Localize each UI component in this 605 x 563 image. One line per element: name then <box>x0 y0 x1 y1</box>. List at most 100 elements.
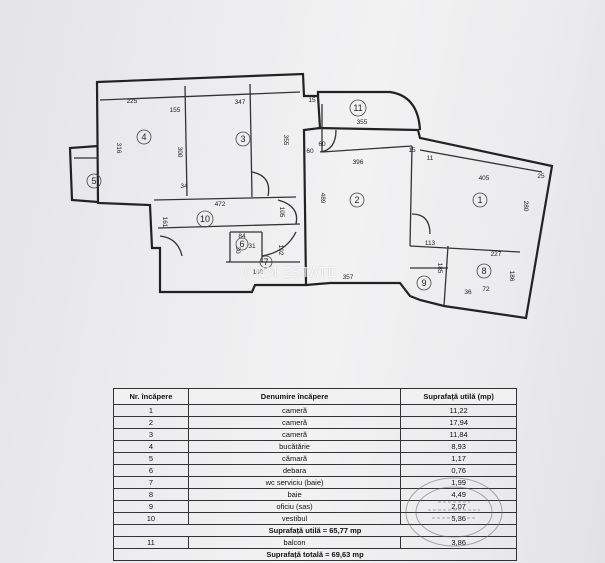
cell-nr: 10 <box>113 512 189 525</box>
cell-nr: 11 <box>113 536 189 549</box>
cell-name: cameră <box>187 428 402 441</box>
cell-nr: 2 <box>113 416 189 429</box>
room-number-9: 9 <box>421 278 426 288</box>
room-marker-10 <box>196 210 214 228</box>
cell-name: cămară <box>187 452 402 465</box>
dim-label: 472 <box>215 201 226 208</box>
cell-area: 8,93 <box>400 440 517 453</box>
header-usable-area: Suprafață utilă (mp) <box>400 388 517 405</box>
room-number-7: 7 <box>263 257 268 267</box>
dim-label: 280 <box>522 201 529 212</box>
dim-label: 31 <box>248 243 256 250</box>
cell-name: bucătărie <box>187 440 402 453</box>
cell-name: balcon <box>187 536 402 549</box>
room-number-10: 10 <box>200 214 210 224</box>
room-marker-7 <box>259 255 273 269</box>
room-marker-4 <box>136 129 152 145</box>
room-number-6: 6 <box>239 239 244 249</box>
dim-label: 300 <box>176 147 183 158</box>
room-marker-6 <box>235 237 249 251</box>
room-number-4: 4 <box>141 132 146 142</box>
cell-area: 1,17 <box>400 452 517 465</box>
room-marker-9 <box>416 275 432 291</box>
room-number-2: 2 <box>354 195 359 205</box>
dim-label: 84 <box>238 233 246 240</box>
room-marker-3 <box>235 131 251 147</box>
cell-name: oficiu (sas) <box>187 500 402 513</box>
dim-label: 155 <box>170 107 181 114</box>
room-marker-2 <box>349 192 365 208</box>
cell-nr: 3 <box>113 428 189 441</box>
room-marker-5 <box>86 173 102 189</box>
cell-name: baie <box>187 488 402 501</box>
dim-label: 25 <box>537 173 545 180</box>
dim-label: 186 <box>508 271 515 282</box>
dim-label: 100 <box>253 269 264 276</box>
dim-label: 227 <box>491 251 502 258</box>
room-marker-11 <box>349 99 367 117</box>
dim-label: 225 <box>127 98 138 105</box>
dim-label: 161 <box>161 217 168 228</box>
dim-label: 185 <box>436 263 443 274</box>
wall-pantry <box>68 144 99 204</box>
dim-label: 396 <box>353 159 364 166</box>
dim-label: 34 <box>180 183 188 190</box>
dim-label: 192 <box>277 245 284 256</box>
dim-label: 30 <box>234 246 241 254</box>
floor-plan: 1 2 3 4 5 6 7 8 9 10 11 225 347 355 355 … <box>68 72 554 320</box>
wall-outer-left <box>95 72 322 294</box>
dim-label: 347 <box>235 99 246 106</box>
cell-nr: 7 <box>113 476 189 489</box>
dim-label: 72 <box>482 286 490 293</box>
room-marker-8 <box>476 263 492 279</box>
room-number-8: 8 <box>481 266 486 276</box>
room-number-5: 5 <box>91 176 96 186</box>
cell-nr: 8 <box>113 488 189 501</box>
room-number-1: 1 <box>477 195 482 205</box>
dim-label: 113 <box>425 240 436 247</box>
dim-label: 489 <box>319 193 326 204</box>
dim-label: 355 <box>357 119 368 126</box>
total-row: Suprafață totală = 69,63 mp <box>113 548 517 561</box>
dim-label: 405 <box>479 175 490 182</box>
cell-name: cameră <box>187 404 402 417</box>
dim-label: 355 <box>282 135 289 146</box>
area-table: Nr. încăpere Denumire încăpere Suprafață… <box>113 388 517 561</box>
cell-name: wc serviciu (baie) <box>187 476 402 489</box>
cell-area: 11,22 <box>400 404 517 417</box>
official-stamp <box>405 477 503 547</box>
table-header-row: Nr. încăpere Denumire încăpere Suprafață… <box>113 388 517 405</box>
room-marker-1 <box>472 192 488 208</box>
dim-label: 60 <box>318 141 326 148</box>
dim-label: 11 <box>427 155 434 162</box>
dim-label: 36 <box>464 289 472 296</box>
dim-label: 357 <box>343 274 354 281</box>
dim-label: 60 <box>306 148 314 155</box>
cell-nr: 1 <box>113 404 189 417</box>
room-number-3: 3 <box>240 134 245 144</box>
header-room-number: Nr. încăpere <box>113 388 189 405</box>
cell-area: 11,84 <box>400 428 517 441</box>
dim-label: 15 <box>408 147 416 154</box>
watermark: ONM ESTATE <box>244 266 337 281</box>
dim-label: 105 <box>278 207 285 218</box>
cell-name: vestibul <box>187 512 402 525</box>
dim-label: 316 <box>115 143 122 154</box>
dim-label: 15 <box>308 97 316 104</box>
cell-nr: 4 <box>113 440 189 453</box>
cell-nr: 6 <box>113 464 189 477</box>
cell-name: debara <box>187 464 402 477</box>
cell-name: cameră <box>187 416 402 429</box>
cell-nr: 9 <box>113 500 189 513</box>
wall-balcony <box>316 90 422 131</box>
header-room-name: Denumire încăpere <box>187 388 402 405</box>
total-area: Suprafață totală = 69,63 mp <box>113 548 517 561</box>
room-number-11: 11 <box>353 103 362 113</box>
